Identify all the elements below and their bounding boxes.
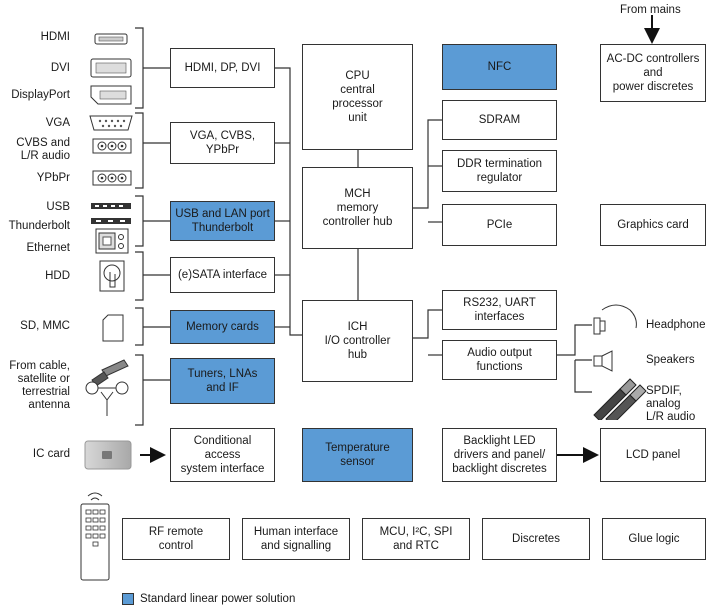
hdd-label: HDD <box>45 270 70 282</box>
cvbs-rca-icon <box>92 138 132 154</box>
glue-logic-block: Glue logic <box>602 518 706 560</box>
graphics-card-block: Graphics card <box>600 204 706 246</box>
audio-output-block: Audio output functions <box>442 340 557 380</box>
legend-label: Standard linear power solution <box>140 593 296 605</box>
dvi-port-icon <box>90 58 132 78</box>
mch-block: MCH memory controller hub <box>302 167 413 249</box>
usb-label: USB <box>46 201 70 213</box>
ethernet-label: Ethernet <box>26 242 70 254</box>
ic-card-label: IC card <box>32 448 70 460</box>
spdif-label: SPDIF, analog L/R audio <box>646 385 696 423</box>
legend-swatch <box>122 593 134 605</box>
cvbs-label: CVBS and L/R audio <box>16 137 70 162</box>
rf-remote-control-block: RF remote control <box>122 518 230 560</box>
hdd-icon <box>99 260 125 292</box>
backlight-led-block: Backlight LED drivers and panel/ backlig… <box>442 428 557 482</box>
discretes-block: Discretes <box>482 518 590 560</box>
vga-port-icon <box>89 115 133 131</box>
vga-label: VGA <box>45 117 70 129</box>
tuners-lnas-if-block: Tuners, LNAs and IF <box>170 358 275 404</box>
ich-block: ICH I/O controller hub <box>302 300 413 382</box>
thunderbolt-label: Thunderbolt <box>8 220 70 232</box>
speakers-label: Speakers <box>646 354 695 366</box>
spdif-cable-icon <box>593 378 647 420</box>
from-mains-label: From mains <box>620 4 681 16</box>
ic-card-icon <box>84 440 132 470</box>
usb-lan-thunderbolt-block: USB and LAN port Thunderbolt <box>170 201 275 241</box>
ethernet-port-icon <box>95 228 129 254</box>
sd-mmc-label: SD, MMC <box>20 320 70 332</box>
memory-cards-block: Memory cards <box>170 310 275 344</box>
dvi-label: DVI <box>50 62 70 74</box>
remote-control-icon <box>80 492 110 581</box>
mcu-i2c-spi-rtc-block: MCU, I²C, SPI and RTC <box>362 518 470 560</box>
lcd-panel-block: LCD panel <box>600 428 706 482</box>
thunderbolt-port-icon <box>91 218 131 224</box>
vga-cvbs-ypbpr-block: VGA, CVBS, YPbPr <box>170 122 275 164</box>
esata-interface-block: (e)SATA interface <box>170 257 275 293</box>
temperature-sensor-block: Temperature sensor <box>302 428 413 482</box>
cpu-block: CPU central processor unit <box>302 44 413 150</box>
displayport-label: DisplayPort <box>11 89 70 101</box>
pcie-block: PCIe <box>442 204 557 246</box>
ypbpr-label: YPbPr <box>36 172 70 184</box>
rs232-uart-block: RS232, UART interfaces <box>442 290 557 330</box>
ac-dc-controllers-block: AC-DC controllers and power discretes <box>600 44 706 102</box>
hdmi-label: HDMI <box>40 31 70 43</box>
nfc-block: NFC <box>442 44 557 90</box>
antenna-label: From cable, satellite or terrestrial ant… <box>9 360 70 411</box>
hdmi-port-icon <box>94 33 128 45</box>
headphone-label: Headphone <box>646 319 706 331</box>
usb-port-icon <box>91 203 131 209</box>
conditional-access-block: Conditional access system interface <box>170 428 275 482</box>
human-interface-block: Human interface and signalling <box>242 518 350 560</box>
ypbpr-rca-icon <box>92 170 132 186</box>
speaker-icon <box>593 350 613 372</box>
sdram-block: SDRAM <box>442 100 557 140</box>
headphone-icon <box>593 304 637 335</box>
ddr-termination-block: DDR termination regulator <box>442 150 557 192</box>
sd-card-icon <box>102 314 124 342</box>
displayport-port-icon <box>90 85 132 105</box>
antenna-satellite-icon <box>85 359 129 416</box>
hdmi-dp-dvi-block: HDMI, DP, DVI <box>170 48 275 88</box>
